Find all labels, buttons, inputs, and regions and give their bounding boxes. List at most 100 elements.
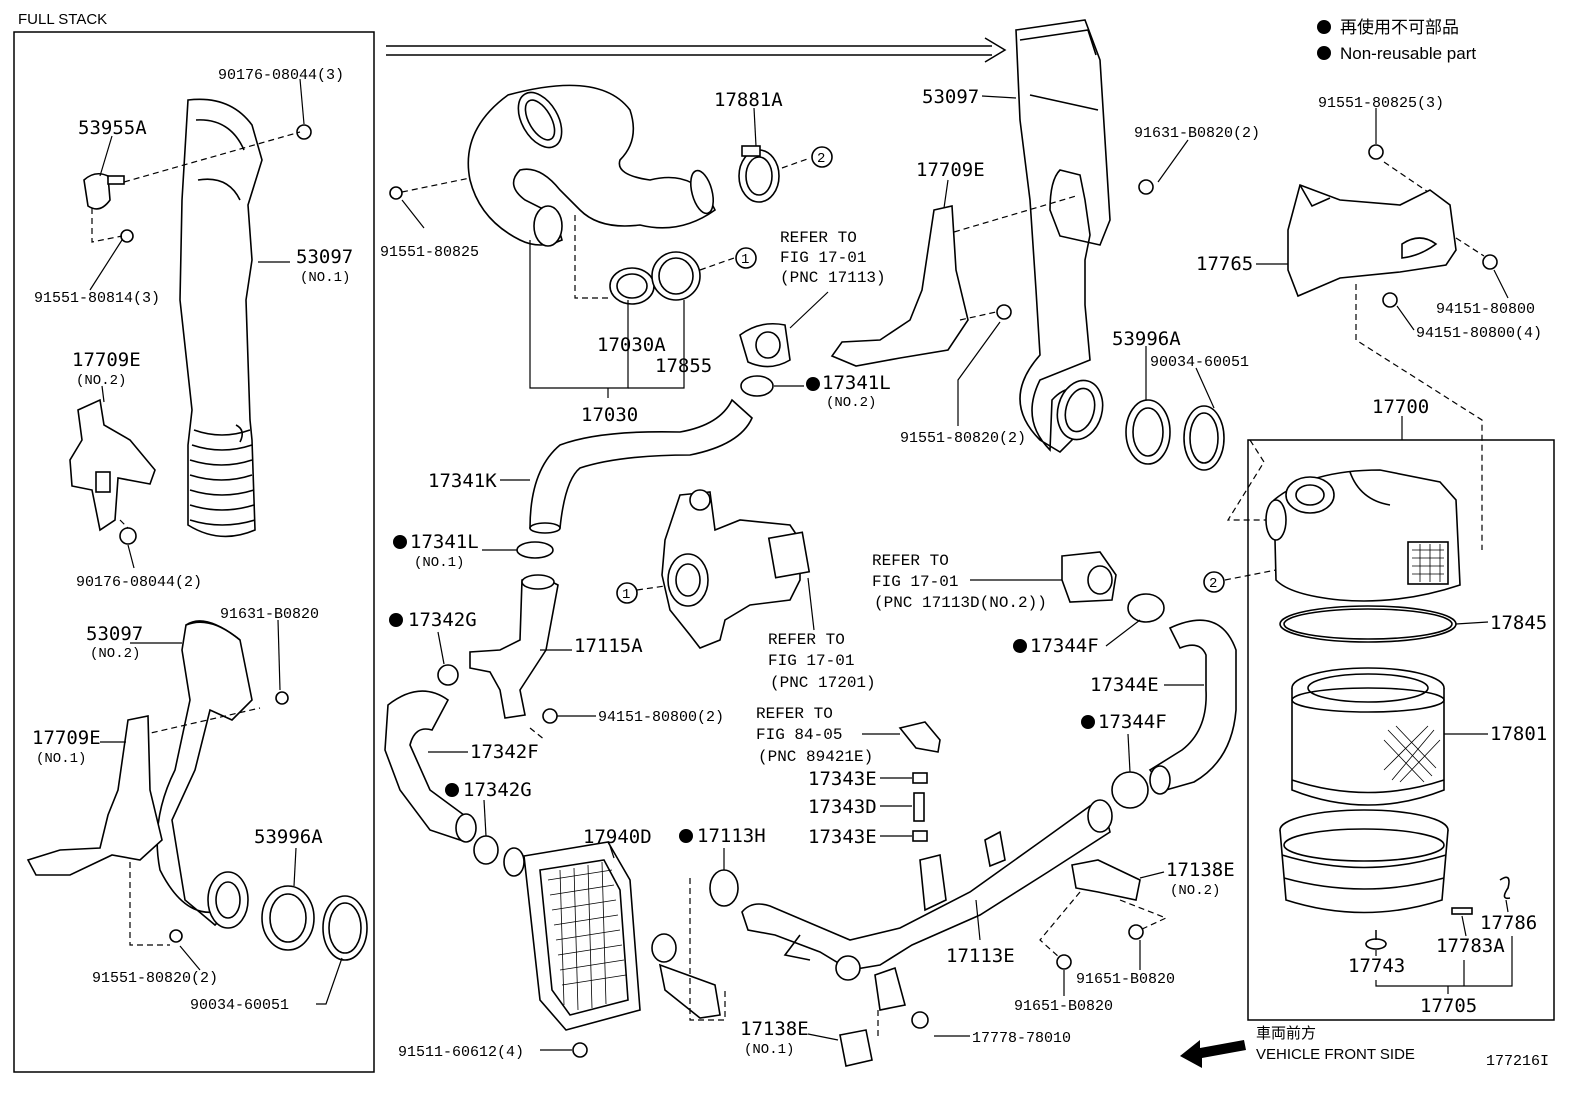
label-17344E: 17344E xyxy=(1090,674,1159,696)
bolt-icon xyxy=(389,186,403,200)
bracket-17138E-no1-part xyxy=(839,1029,873,1067)
air-cleaner-cap-part xyxy=(1265,469,1461,602)
non-reusable-bullet-icon xyxy=(1317,46,1331,60)
marker-2-right: 2 xyxy=(1209,576,1217,592)
nut-icon xyxy=(542,708,558,724)
hose-17855-part xyxy=(651,251,701,301)
label-17783A: 17783A xyxy=(1436,935,1505,957)
turbocharger-part xyxy=(661,489,811,649)
ref-17113-line3: (PNC 17113) xyxy=(780,269,886,287)
cap-53955A-part xyxy=(83,172,125,210)
bolt-icon xyxy=(1128,924,1144,940)
intake-pipe-17030-part xyxy=(467,84,717,247)
label-17030: 17030 xyxy=(581,404,638,426)
label-53955A: 53955A xyxy=(78,117,147,139)
label-91551-80825: 91551-80825 xyxy=(380,244,479,261)
label-91631-B0820: 91631-B0820 xyxy=(220,606,319,623)
intercooler-17940D-part xyxy=(503,841,721,1031)
marker-1-circle xyxy=(735,247,757,269)
label-17700: 17700 xyxy=(1372,396,1429,418)
label-17845: 17845 xyxy=(1490,612,1547,634)
marker-2-top: 2 xyxy=(817,151,825,167)
marker-2-circle xyxy=(811,146,833,168)
non-reusable-bullet-icon xyxy=(679,829,693,843)
pipe-17113E-part xyxy=(741,799,1113,1011)
non-reusable-bullet-icon xyxy=(1013,639,1027,653)
label-17709E-no1: 17709E xyxy=(32,727,101,749)
ref-17113D-line2: FIG 17-01 xyxy=(872,573,958,591)
direction-arrow-icon xyxy=(386,37,1007,63)
label-17709E-no1-sub: (NO.1) xyxy=(36,751,86,767)
outlet-elbow-part xyxy=(739,322,791,368)
clamp-17344F-top-part xyxy=(1127,593,1165,623)
clamp-17342G-top-part xyxy=(437,664,459,686)
hose-53996A-left-part xyxy=(261,885,315,951)
label-53097-mid: 53097 xyxy=(922,86,979,108)
label-91511-60612-4: 91511-60612(4) xyxy=(398,1044,524,1061)
label-91651-B0820-b: 91651-B0820 xyxy=(1014,998,1113,1015)
vehicle-front-arrow-icon xyxy=(1180,1040,1246,1068)
pipe-segment-icon xyxy=(913,792,925,822)
bolt-icon xyxy=(1138,179,1154,195)
figure-number: 177216I xyxy=(1486,1053,1549,1070)
label-91631-B0820-2: 91631-B0820(2) xyxy=(1134,125,1260,142)
label-17344F-bottom: 17344F xyxy=(1098,711,1167,733)
ref-89421E-line1: REFER TO xyxy=(756,705,833,723)
marker-1-top: 1 xyxy=(741,252,749,268)
label-17341L-no2-sub: (NO.2) xyxy=(826,395,876,411)
bracket-17709E-no1-part xyxy=(26,715,163,876)
label-17138E-no2: 17138E xyxy=(1166,859,1235,881)
snorkel-53097-part xyxy=(1015,19,1111,454)
air-cleaner-frame xyxy=(1247,439,1555,1021)
ref-89421E-line2: FIG 84-05 xyxy=(756,726,842,744)
label-17342F: 17342F xyxy=(470,741,539,763)
label-53097-no1-sub: (NO.1) xyxy=(300,270,350,286)
clamp-17113H-part xyxy=(709,869,739,907)
washer-icon xyxy=(912,772,928,784)
gasket-17845-part xyxy=(1279,605,1457,643)
label-17801: 17801 xyxy=(1490,723,1547,745)
label-90034-60051-left: 90034-60051 xyxy=(190,997,289,1014)
bracket-17709E-mid-part xyxy=(830,205,969,367)
filter-element-17801-part xyxy=(1291,667,1445,806)
clamp-90034-60051-left-part xyxy=(322,895,368,961)
marker-1-circle xyxy=(616,582,638,604)
washer-icon xyxy=(912,830,928,842)
label-17881A: 17881A xyxy=(714,89,783,111)
label-17343E-bottom: 17343E xyxy=(808,826,877,848)
label-17138E-no1-sub: (NO.1) xyxy=(744,1042,794,1058)
label-17855: 17855 xyxy=(655,355,712,377)
ref-89421E-line3: (PNC 89421E) xyxy=(758,748,873,766)
full-stack-frame xyxy=(13,31,375,1073)
clamp-17342G-bottom-part xyxy=(473,835,499,865)
label-17138E-no2-sub: (NO.2) xyxy=(1170,883,1220,899)
air-cleaner-case-part xyxy=(1279,809,1449,914)
clamp-17030A-part xyxy=(609,267,655,305)
legend-japanese: 再使用不可部品 xyxy=(1340,17,1459,37)
sensor-part xyxy=(898,721,941,753)
hose-17342F-part xyxy=(384,690,477,843)
non-reusable-bullet-icon xyxy=(806,377,820,391)
label-91551-80820-2-left: 91551-80820(2) xyxy=(92,970,218,987)
label-94151-80800-4: 94151-80800(4) xyxy=(1416,325,1542,342)
label-17343D: 17343D xyxy=(808,796,877,818)
ref-17113D-line1: REFER TO xyxy=(872,552,949,570)
clip-17786-part xyxy=(1499,876,1511,900)
ref-17113-line1: REFER TO xyxy=(780,229,857,247)
valve-icon xyxy=(1451,907,1473,915)
label-17341L-no1: 17341L xyxy=(410,531,479,553)
ref-17201-line1: REFER TO xyxy=(768,631,845,649)
label-17709E-no2: 17709E xyxy=(72,349,141,371)
label-94151-80800-2: 94151-80800(2) xyxy=(598,709,724,726)
non-reusable-bullet-icon xyxy=(393,535,407,549)
label-90176-08044-2: 90176-08044(2) xyxy=(76,574,202,591)
bracket-17709E-no2-part xyxy=(69,398,156,532)
label-17765: 17765 xyxy=(1196,253,1253,275)
label-53097-no2: 53097 xyxy=(86,623,143,645)
ref-17113D-line3: (PNC 17113D(NO.2)) xyxy=(874,594,1047,612)
bracket-17138E-no2-part xyxy=(1071,859,1141,901)
label-91551-80814-3: 91551-80814(3) xyxy=(34,290,160,307)
non-reusable-bullet-icon xyxy=(445,783,459,797)
label-17341K: 17341K xyxy=(428,470,497,492)
